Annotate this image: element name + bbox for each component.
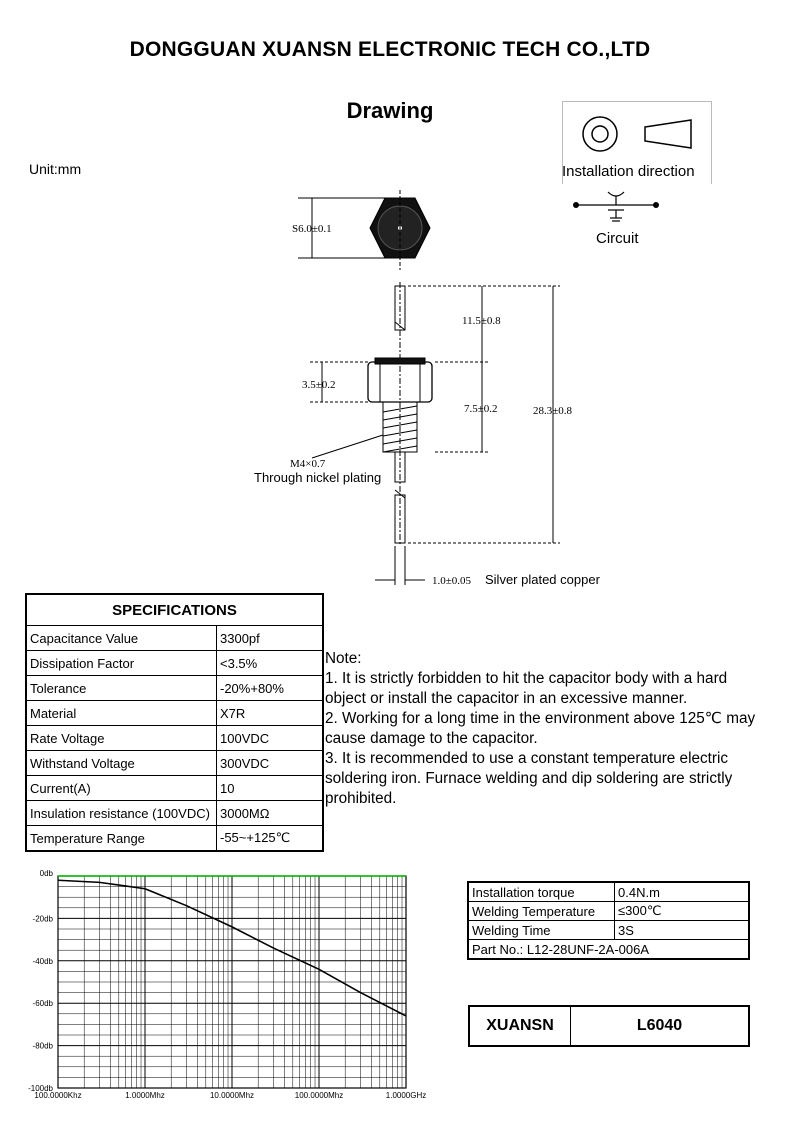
y-tick-label: -20db (33, 914, 54, 923)
part-number: Part No.: L12-28UNF-2A-006A (467, 939, 750, 960)
property-value: 0.4N.m (614, 881, 750, 902)
property-value: ≤300℃ (614, 901, 750, 921)
spec-row: Dissipation Factor<3.5% (25, 650, 324, 676)
note-item: 2. Working for a long time in the enviro… (325, 710, 756, 747)
spec-value: 3000MΩ (216, 800, 324, 826)
property-name: Welding Time (467, 920, 615, 940)
y-tick-label: -60db (33, 999, 54, 1008)
property-name: Installation torque (467, 881, 615, 902)
brand-name: XUANSN (468, 1005, 571, 1047)
x-tick-label: 10.0000Mhz (210, 1091, 254, 1100)
spec-value: -55~+125℃ (216, 825, 324, 852)
spec-value: -20%+80% (216, 675, 324, 701)
note-block: Note: 1. It is strictly forbidden to hit… (325, 649, 765, 809)
spec-name: Insulation resistance (100VDC) (25, 800, 217, 826)
dim-total-length: 28.3±0.8 (533, 405, 573, 417)
dim-thread: M4×0.7 (290, 458, 326, 470)
spec-name: Temperature Range (25, 825, 217, 852)
y-tick-label: 0db (40, 869, 54, 878)
property-value: 3S (614, 920, 750, 940)
spec-name: Tolerance (25, 675, 217, 701)
installation-direction-box (562, 101, 712, 184)
dim-top-length: 11.5±0.8 (462, 315, 501, 327)
y-tick-label: -80db (33, 1042, 54, 1051)
installation-direction-label: Installation direction (562, 163, 695, 180)
note-title: Note: (325, 650, 362, 667)
drawing-title: Drawing (346, 98, 434, 123)
specifications-title: SPECIFICATIONS (25, 593, 324, 626)
spec-row: Temperature Range-55~+125℃ (25, 825, 324, 852)
spec-name: Material (25, 700, 217, 726)
note-item: 1. It is strictly forbidden to hit the c… (325, 670, 728, 707)
dim-body-length: 7.5±0.2 (464, 403, 498, 415)
spec-value: 100VDC (216, 725, 324, 751)
model-number: L6040 (570, 1005, 750, 1047)
x-tick-label: 100.0000Mhz (295, 1091, 343, 1100)
part-number-row: Part No.: L12-28UNF-2A-006A (467, 939, 750, 960)
thread-note: Through nickel plating (254, 470, 381, 485)
x-tick-label: 1.0000Mhz (125, 1091, 165, 1100)
dim-nut-height: 3.5±0.2 (302, 379, 336, 391)
dim-hex-size: S6.0±0.1 (292, 223, 332, 235)
spec-row: Insulation resistance (100VDC)3000MΩ (25, 800, 324, 826)
spec-name: Withstand Voltage (25, 750, 217, 776)
x-tick-label: 1.0000GHz (386, 1091, 426, 1100)
y-tick-label: -40db (33, 957, 54, 966)
property-row: Welding Temperature≤300℃ (467, 901, 750, 921)
spec-value: <3.5% (216, 650, 324, 676)
lead-note: Silver plated copper (485, 572, 601, 587)
circuit-label: Circuit (596, 230, 639, 247)
company-name: DONGGUAN XUANSN ELECTRONIC TECH CO.,LTD (129, 38, 651, 61)
capacitor-drawing: S6.0±0.1 11.5±0.8 3.5±0.2 7.5±0.2 28.3±0… (254, 190, 601, 587)
property-name: Welding Temperature (467, 901, 615, 921)
x-tick-label: 100.0000Khz (34, 1091, 81, 1100)
spec-value: 3300pf (216, 625, 324, 651)
spec-name: Rate Voltage (25, 725, 217, 751)
insertion-loss-chart: 0db -20db -40db -60db -80db -100db100.0000Khz… (28, 869, 426, 1100)
installation-direction-symbols (582, 116, 692, 152)
y-tick-label: -100db (28, 1084, 53, 1093)
spec-name: Dissipation Factor (25, 650, 217, 676)
circuit-symbol (573, 191, 659, 222)
brand-table: XUANSN L6040 (468, 1005, 750, 1047)
insertion-loss-curve (57, 879, 407, 1017)
unit-label: Unit:mm (29, 161, 82, 177)
spec-value: 10 (216, 775, 324, 801)
spec-row: Current(A)10 (25, 775, 324, 801)
spec-name: Capacitance Value (25, 625, 217, 651)
note-item: 3. It is recommended to use a constant t… (325, 750, 733, 807)
dim-lead-dia: 1.0±0.05 (432, 575, 472, 587)
spec-name: Current(A) (25, 775, 217, 801)
spec-value: 300VDC (216, 750, 324, 776)
spec-row: Tolerance-20%+80% (25, 675, 324, 701)
spec-value: X7R (216, 700, 324, 726)
